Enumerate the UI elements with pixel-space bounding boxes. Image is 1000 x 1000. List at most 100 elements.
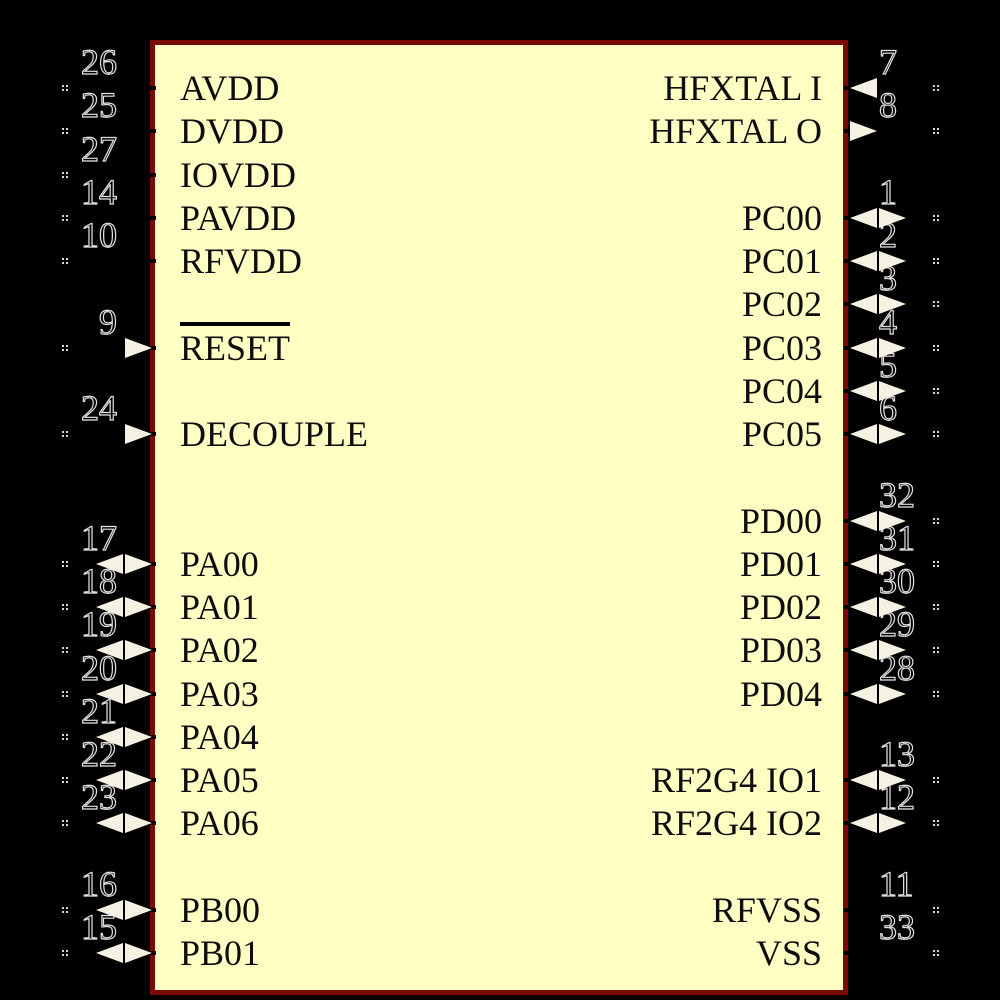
pin-number[interactable]: 25	[80, 85, 117, 126]
pin-label-text: PD01	[739, 543, 822, 584]
pin-stub	[140, 259, 156, 263]
pin-label[interactable]: PD00	[740, 502, 822, 540]
pin-stub	[140, 129, 156, 134]
pin-label-text: RFVSS	[711, 889, 822, 930]
grid-dot-mark-icon	[933, 820, 935, 823]
pin-label[interactable]: PD01	[740, 545, 822, 583]
pin-label[interactable]: RF2G4 IO1	[651, 761, 822, 799]
pin-label[interactable]: PC03	[742, 329, 822, 367]
grid-dot-mark-icon	[62, 950, 64, 952]
pin-number[interactable]: 13	[878, 734, 915, 774]
pin-label[interactable]: PD03	[740, 631, 822, 669]
pin-arrow-in-icon	[125, 553, 152, 574]
pin-label[interactable]: PA02	[180, 631, 259, 669]
pin-arrow-out-icon	[879, 294, 906, 315]
pin-label[interactable]: PB01	[180, 934, 260, 972]
pin-label[interactable]: PC01	[742, 242, 822, 280]
pin-label[interactable]: DECOUPLE	[180, 415, 368, 453]
pin-arrow-in-icon	[850, 78, 877, 98]
grid-dot-mark-icon	[62, 171, 64, 174]
pin-label[interactable]: RFVSS	[712, 891, 822, 929]
grid-dot-mark-icon	[62, 820, 64, 823]
pin-label-text: PAVDD	[180, 197, 297, 238]
pin-arrow-in-icon	[125, 424, 152, 444]
pin-label-text: IOVDD	[180, 154, 296, 195]
pin-label[interactable]: PB00	[180, 891, 260, 929]
pin-label[interactable]: PD02	[740, 588, 822, 626]
pin-label[interactable]: PA04	[180, 718, 259, 756]
pin-label[interactable]: HFXTAL I	[663, 69, 822, 107]
pin-label[interactable]: HFXTAL O	[649, 112, 822, 150]
pin-arrow-in-icon	[850, 770, 877, 790]
grid-dot-mark-icon	[62, 604, 64, 606]
pin-label[interactable]: AVDD	[180, 69, 279, 107]
pin-number[interactable]: 14	[80, 171, 117, 212]
pin-label-text: HFXTAL I	[663, 68, 822, 108]
grid-dot-mark-icon	[62, 214, 64, 217]
pin-number[interactable]: 11	[878, 863, 914, 904]
pin-arrow-in-icon	[850, 813, 877, 834]
grid-dot-mark-icon	[62, 560, 64, 563]
pin-arrow-in-icon	[850, 337, 877, 358]
pin-label[interactable]: PA03	[180, 675, 259, 713]
pin-label-text: PD04	[739, 673, 822, 714]
pin-arrow-in-icon	[125, 770, 152, 790]
pin-label[interactable]: RF2G4 IO2	[651, 804, 822, 842]
pin-label[interactable]: RFVDD	[180, 242, 302, 280]
pin-label[interactable]: PA05	[180, 761, 259, 799]
pin-label-text: PA00	[180, 543, 259, 584]
pin-arrow-in-icon	[125, 683, 152, 704]
pin-number[interactable]: 26	[80, 42, 117, 82]
pin-arrow-in-icon	[125, 597, 152, 617]
pin-arrow-out-icon	[96, 597, 123, 617]
pin-label[interactable]: PC02	[742, 285, 822, 323]
grid-dot-mark-icon	[62, 128, 64, 131]
pin-stub	[140, 215, 156, 220]
pin-label[interactable]: PA00	[180, 545, 259, 583]
pin-number[interactable]: 9	[98, 301, 117, 342]
pin-number[interactable]: 10	[80, 215, 117, 255]
pin-label-text: HFXTAL O	[649, 111, 822, 152]
pin-number[interactable]: 32	[878, 474, 915, 515]
pin-label-text: PC02	[741, 284, 822, 325]
pin-label[interactable]: VSS	[756, 934, 822, 972]
pin-arrow-out-icon	[879, 424, 906, 444]
pin-number[interactable]: 1	[878, 171, 897, 212]
grid-dot-mark-icon	[933, 387, 935, 390]
pin-label[interactable]: PC05	[742, 415, 822, 453]
pin-arrow-out-icon	[96, 683, 123, 704]
pin-label[interactable]: RESET	[180, 321, 291, 367]
pin-label[interactable]: PC04	[742, 372, 822, 410]
pin-label-text: PA01	[180, 587, 259, 627]
pin-arrow-out-icon	[879, 251, 906, 271]
pin-number[interactable]: 7	[878, 42, 897, 82]
pin-arrow-in-icon	[850, 553, 877, 574]
pin-number[interactable]: 17	[80, 517, 117, 558]
pin-label-text: PD03	[739, 630, 822, 671]
pin-number[interactable]: 24	[80, 388, 117, 428]
pin-label[interactable]: DVDD	[180, 112, 284, 150]
grid-dot-mark-icon	[933, 604, 935, 606]
pin-arrow-in-icon	[125, 813, 152, 834]
ic-symbol-body[interactable]	[150, 40, 848, 995]
pin-arrow-out-icon	[96, 726, 123, 747]
pin-label-text: PC04	[741, 370, 822, 411]
grid-dot-mark-icon	[62, 690, 64, 693]
pin-number[interactable]: 33	[878, 907, 915, 947]
pin-label-text: RESET	[180, 321, 291, 367]
pin-label[interactable]: PA06	[180, 804, 259, 842]
pin-number[interactable]: 8	[878, 85, 897, 126]
pin-label-text: PC01	[741, 241, 822, 281]
pin-number[interactable]: 16	[80, 863, 117, 904]
pin-label[interactable]: PC00	[742, 199, 822, 237]
pin-arrow-out-icon	[850, 121, 877, 142]
pin-arrow-out-icon	[96, 553, 123, 574]
grid-dot-mark-icon	[62, 258, 64, 260]
pin-label[interactable]: PD04	[740, 675, 822, 713]
pin-label[interactable]: IOVDD	[180, 156, 296, 194]
pin-label[interactable]: PAVDD	[180, 199, 296, 237]
pin-label[interactable]: PA01	[180, 588, 259, 626]
pin-number[interactable]: 27	[80, 128, 117, 169]
pin-arrow-out-icon	[879, 640, 906, 661]
pin-arrow-out-icon	[879, 813, 906, 834]
